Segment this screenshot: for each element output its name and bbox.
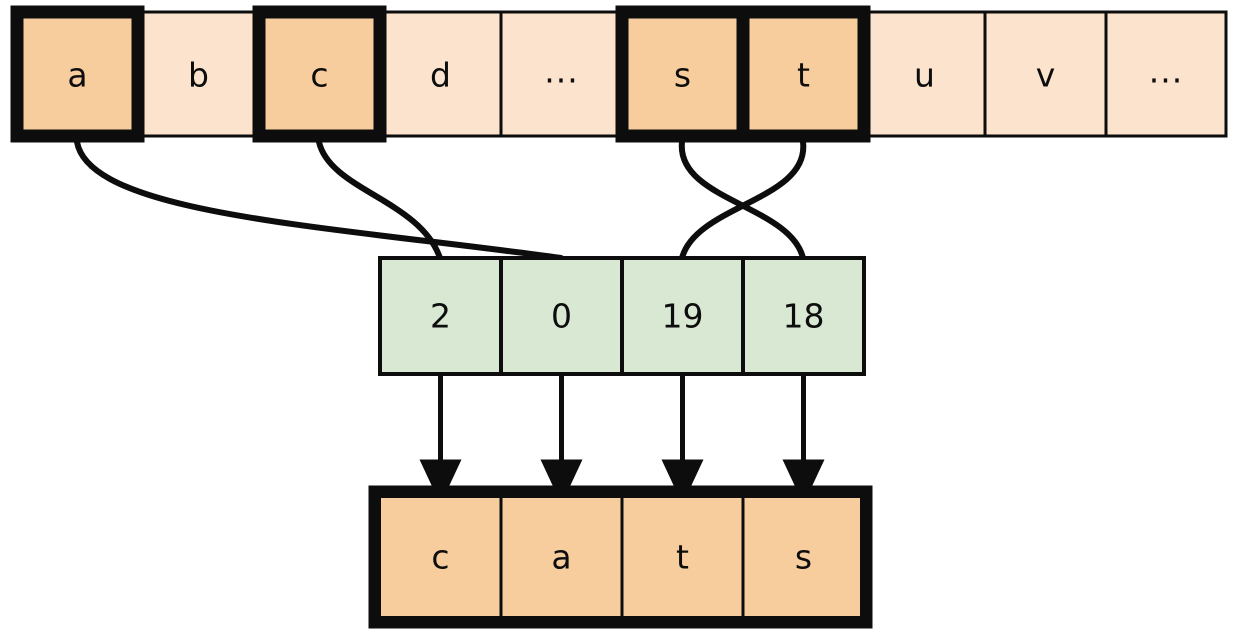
index-cell-label: 19 xyxy=(662,297,704,336)
result-cell-label: a xyxy=(551,538,571,577)
index-cell-19[interactable]: 19 xyxy=(620,256,745,376)
connector-c-to-2 xyxy=(316,139,443,261)
alphabet-cell-label: c xyxy=(310,56,328,95)
connector-curves xyxy=(74,139,807,261)
index-cell-label: 18 xyxy=(783,297,825,336)
result-cell-a[interactable]: a xyxy=(500,498,621,616)
result-cell-label: s xyxy=(795,538,812,577)
alphabet-cell-label: v xyxy=(1036,56,1056,95)
alphabet-cell-d[interactable]: d xyxy=(378,10,503,138)
alphabet-cell-label: u xyxy=(914,56,935,95)
alphabet-cell-u[interactable]: u xyxy=(862,10,987,138)
alphabet-cell-label: ... xyxy=(544,52,578,91)
result-cell-t[interactable]: t xyxy=(621,498,742,616)
alphabet-cell-ellipsis-1[interactable]: ... xyxy=(499,10,624,138)
alphabet-cell-label: t xyxy=(797,56,810,95)
alphabet-cell-v[interactable]: v xyxy=(983,10,1108,138)
alphabet-cell-a[interactable]: a xyxy=(10,5,145,143)
alphabet-cell-c[interactable]: c xyxy=(252,5,387,143)
alphabet-cell-label: b xyxy=(188,56,209,95)
result-cell-c[interactable]: c xyxy=(381,498,500,616)
alphabet-strip: b d ... u v ... xyxy=(10,5,1228,143)
result-cell-label: t xyxy=(676,538,689,577)
index-cell-label: 0 xyxy=(551,297,572,336)
alphabet-cell-label: d xyxy=(430,56,451,95)
connector-a-to-0 xyxy=(74,139,564,261)
index-cell-0[interactable]: 0 xyxy=(499,256,624,376)
result-cell-label: c xyxy=(431,538,449,577)
index-cell-label: 2 xyxy=(430,297,451,336)
gather-arrows xyxy=(419,376,825,505)
connector-t-to-19 xyxy=(679,139,807,261)
connector-s-to-18 xyxy=(678,139,806,261)
alphabet-cell-b[interactable]: b xyxy=(136,10,261,138)
result-strip: c a t s xyxy=(368,485,873,629)
alphabet-cell-label: a xyxy=(67,56,87,95)
index-cell-18[interactable]: 18 xyxy=(741,256,866,376)
result-cell-s[interactable]: s xyxy=(742,498,860,616)
index-cell-2[interactable]: 2 xyxy=(378,256,503,376)
alphabet-cell-label: ... xyxy=(1149,52,1183,91)
alphabet-cell-ellipsis-2[interactable]: ... xyxy=(1104,10,1228,138)
index-strip: 2 0 19 18 xyxy=(378,256,866,376)
alphabet-cell-label: s xyxy=(674,56,691,95)
alphabet-cell-t[interactable]: t xyxy=(736,5,871,143)
alphabet-cell-s[interactable]: s xyxy=(615,5,750,143)
